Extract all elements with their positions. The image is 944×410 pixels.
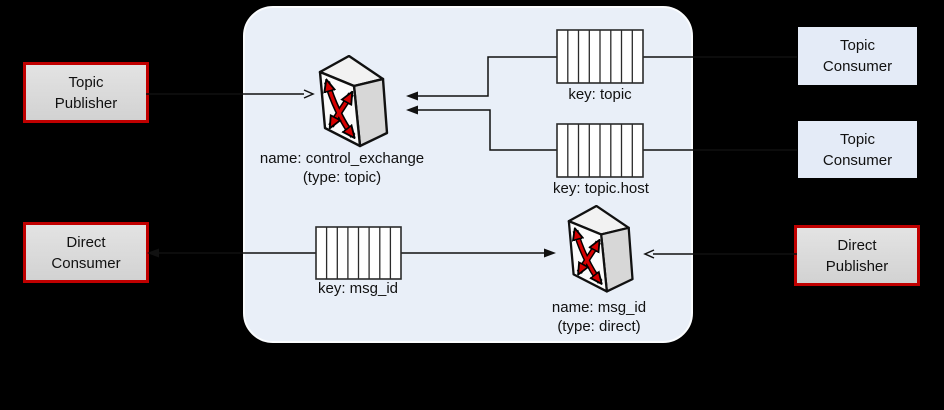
topic-consumer-top-label: Topic Consumer — [822, 37, 893, 75]
exchange-type-label: (type: topic) — [302, 169, 382, 186]
topic-publisher-label: Topic Publisher — [54, 73, 118, 112]
topic-consumer-bottom-label: Topic Consumer — [822, 130, 893, 169]
exchange-name-label: name: control_exchange — [259, 150, 425, 167]
queue-key-label-topic: key: topic — [568, 86, 632, 103]
exchange-label-msgid: name: msg_id (type: direct) — [552, 298, 646, 336]
direct-publisher-node: Direct Publisher — [794, 225, 920, 286]
direct-publisher-label: Direct Publisher — [825, 236, 889, 275]
topic-publisher-node: Topic Publisher — [23, 62, 149, 123]
exchange-type-label: (type: direct) — [557, 318, 641, 335]
exchange-label-control: name: control_exchange (type: topic) — [260, 149, 424, 187]
topic-consumer-node-top: Topic Consumer — [796, 25, 919, 87]
queue-key-label-msg-id: key: msg_id — [317, 280, 399, 297]
exchange-name-label: name: msg_id — [551, 299, 647, 316]
topic-consumer-node-bottom: Topic Consumer — [796, 119, 919, 180]
direct-consumer-label: Direct Consumer — [51, 233, 121, 272]
queue-key-label-topic-host: key: topic.host — [553, 180, 649, 197]
direct-consumer-node: Direct Consumer — [23, 222, 149, 283]
